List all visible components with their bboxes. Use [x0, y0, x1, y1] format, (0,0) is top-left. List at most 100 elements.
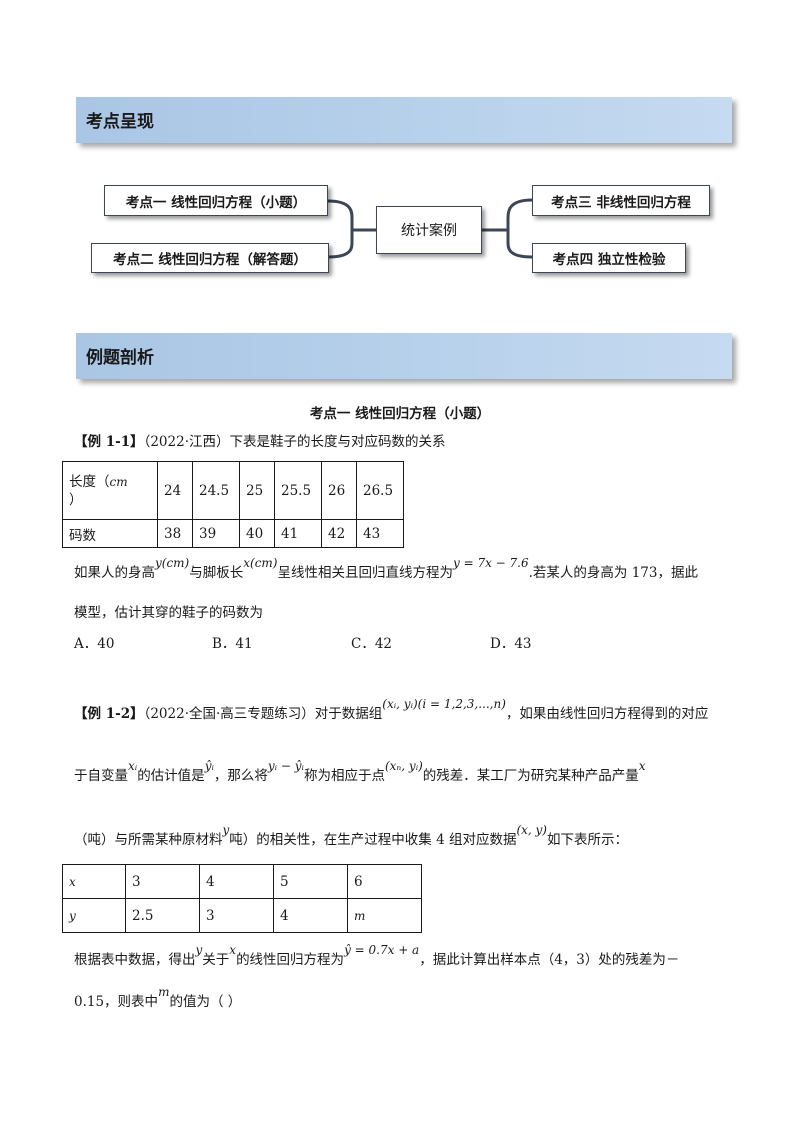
option-a: A．40: [74, 636, 115, 652]
node-label: 考点三 非线性回归方程: [551, 194, 691, 211]
math-y: y(cm): [155, 556, 190, 570]
math-x: x: [638, 759, 646, 773]
math-pair: (x, y): [516, 823, 547, 837]
text: ，据此计算出样本点（4，3）处的残差为－: [419, 952, 680, 968]
row-label: x: [62, 864, 126, 899]
text: 关于: [202, 952, 230, 968]
text: 与脚板长: [189, 565, 244, 581]
table-cell: 3: [199, 898, 274, 933]
shoe-size-table: 长度（cm） 24 24.5 25 25.5 26 26.5 码数 38 39 …: [62, 461, 404, 548]
table-cell: 25: [239, 461, 275, 520]
table-cell: 38: [157, 519, 193, 548]
math-x: x(cm): [243, 556, 278, 570]
text: （吨）与所需某种原材料: [74, 832, 223, 848]
math-equation: y = 7x − 7.6: [452, 556, 529, 570]
text: 的残差．某工厂为研究某种产品产量: [422, 768, 639, 784]
example2-line1: 【例 1-2】（2022·全国·高三专题练习）对于数据组(xᵢ, yᵢ)(i =…: [74, 697, 709, 722]
example-tag: 【例 1-1】: [74, 434, 144, 450]
table-row: y 2.5 3 4 m: [62, 898, 422, 933]
text: .若某人的身高为 173，据此: [528, 565, 698, 581]
option-d: D．43: [490, 636, 532, 652]
math-y: y: [222, 823, 230, 837]
math-y: y: [195, 943, 203, 957]
table-cell: 43: [356, 519, 404, 548]
section-title: 例题剖析: [86, 348, 154, 368]
text: 吨）的相关性，在生产过程中收集 4 组对应数据: [229, 832, 517, 848]
text: 于自变量: [74, 768, 128, 784]
text: 的值为（ ）: [169, 994, 242, 1010]
text: 呈线性相关且回归直线方程为: [277, 565, 453, 581]
mindmap-node-topic4: 考点四 独立性检验: [532, 243, 686, 273]
connector-left-top: [326, 199, 378, 232]
connector-right-top: [480, 198, 534, 232]
table-cell: m: [347, 898, 422, 933]
section-title: 考点呈现: [86, 112, 154, 132]
table-cell: 4: [273, 898, 348, 933]
table-cell: 4: [199, 864, 274, 899]
label-text: ）: [69, 491, 83, 508]
text: 如果人的身高: [74, 565, 155, 581]
table-cell: 5: [273, 864, 348, 899]
example2-line4: 根据表中数据，得出y关于x的线性回归方程为ŷ = 0.7x + a，据此计算出样…: [74, 943, 680, 968]
example1-line2: 模型，估计其穿的鞋子的码数为: [74, 605, 263, 621]
text: 的线性回归方程为: [236, 952, 345, 968]
text: （2022·全国·高三专题练习）对于数据组: [143, 706, 383, 722]
row-label: 码数: [62, 519, 158, 548]
label-text: 长度（: [69, 473, 110, 490]
mindmap-node-topic1: 考点一 线性回归方程（小题）: [104, 185, 328, 216]
text: 0.15，则表中: [74, 994, 159, 1010]
option-b: B．41: [212, 636, 253, 652]
topic-heading: 考点一 线性回归方程（小题）: [309, 406, 491, 422]
option-c: C．42: [351, 636, 393, 652]
table-cell: 6: [347, 864, 422, 899]
table-row: x 3 4 5 6: [62, 864, 422, 899]
math-equation: ŷ = 0.7x + a: [344, 943, 420, 957]
table-cell: 25.5: [274, 461, 322, 520]
table-cell: 26: [321, 461, 357, 520]
example1-intro: 【例 1-1】（2022·江西）下表是鞋子的长度与对应码数的关系: [74, 430, 446, 450]
text: ，如果由线性回归方程得到的对应: [505, 706, 709, 722]
mindmap-node-topic3: 考点三 非线性回归方程: [532, 185, 710, 216]
table-row: 长度（cm） 24 24.5 25 25.5 26 26.5: [62, 461, 404, 520]
xy-data-table: x 3 4 5 6 y 2.5 3 4 m: [62, 864, 422, 933]
table-cell: 39: [192, 519, 240, 548]
table-cell: 41: [274, 519, 322, 548]
table-cell: 24: [157, 461, 193, 520]
example1-line1: 如果人的身高y(cm)与脚板长x(cm)呈线性相关且回归直线方程为y = 7x …: [74, 556, 698, 581]
table-cell: 24.5: [192, 461, 240, 520]
math-set: (xᵢ, yᵢ)(i = 1,2,3,...,n): [382, 697, 506, 711]
math-point: (xₙ, yᵢ): [384, 759, 423, 773]
connector-right-bottom: [506, 228, 534, 259]
math-x: x: [229, 943, 237, 957]
table-cell: 40: [239, 519, 275, 548]
node-label: 统计案例: [401, 223, 457, 239]
node-label: 考点四 独立性检验: [552, 252, 666, 268]
math-yhat: ŷᵢ: [204, 759, 214, 773]
table-cell: 2.5: [125, 898, 200, 933]
node-label: 考点二 线性回归方程（解答题）: [113, 252, 307, 268]
example2-line5: 0.15，则表中m的值为（ ）: [74, 985, 242, 1010]
text: 的估计值是: [137, 768, 205, 784]
example-text: （2022·江西）下表是鞋子的长度与对应码数的关系: [143, 434, 446, 450]
text: 根据表中数据，得出: [74, 952, 196, 968]
text: 称为相应于点: [303, 768, 385, 784]
math-xi: xᵢ: [128, 759, 138, 773]
example2-line2: 于自变量xᵢ的估计值是ŷᵢ，那么将yᵢ − ŷᵢ称为相应于点(xₙ, yᵢ)的残…: [74, 759, 646, 784]
section-header-example: 例题剖析: [76, 333, 732, 379]
row-label: 长度（cm）: [62, 461, 158, 520]
row-label: y: [62, 898, 126, 933]
example-tag: 【例 1-2】: [74, 706, 144, 722]
math-residual: yᵢ − ŷᵢ: [267, 759, 304, 773]
table-row: 码数 38 39 40 41 42 43: [62, 519, 404, 548]
connector-left-bottom: [326, 228, 354, 259]
text: ，那么将: [213, 768, 268, 784]
node-label: 考点一 线性回归方程（小题）: [125, 194, 307, 211]
table-cell: 42: [321, 519, 357, 548]
mindmap-connectors: [326, 198, 534, 259]
table-cell: 3: [125, 864, 200, 899]
math-m: m: [158, 985, 170, 999]
section-header-kaodian: 考点呈现: [76, 97, 732, 143]
mindmap-node-topic2: 考点二 线性回归方程（解答题）: [91, 243, 329, 273]
table-cell: 26.5: [356, 461, 404, 520]
example2-line3: （吨）与所需某种原材料y吨）的相关性，在生产过程中收集 4 组对应数据(x, y…: [74, 823, 628, 848]
